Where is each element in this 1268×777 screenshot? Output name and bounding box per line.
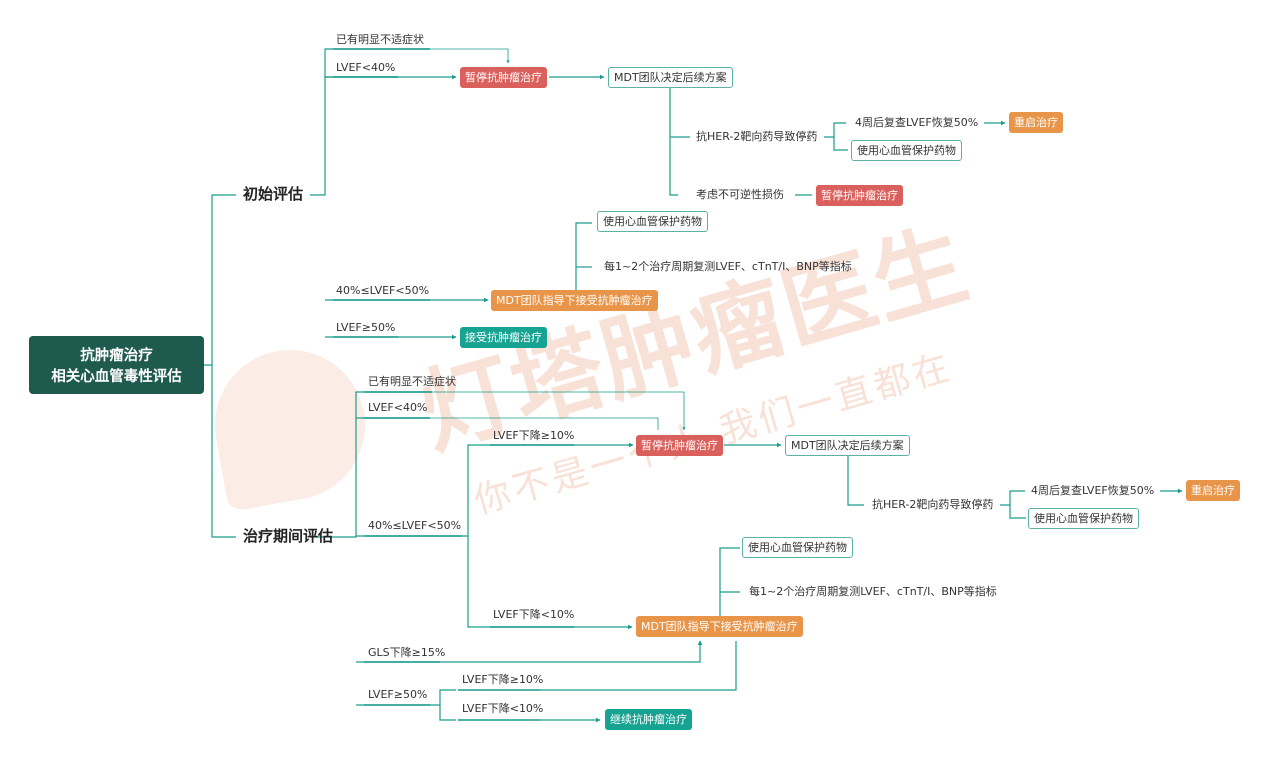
during-continue-treatment-box: 继续抗肿瘤治疗: [605, 709, 692, 730]
initial-her2-label: 抗HER-2靶向药导致停药: [696, 130, 818, 143]
during-lvef-40-50-label: 40%≤LVEF<50%: [368, 519, 462, 532]
during-week4-label: 4周后复查LVEF恢复50%: [1031, 484, 1155, 497]
during-ge50-drop-ge10-label: LVEF下降≥10%: [462, 673, 544, 686]
branch-initial-evaluation: 初始评估: [243, 185, 304, 203]
during-mdt-decide-box: MDT团队决定后续方案: [785, 435, 910, 456]
initial-pause-treatment2-box: 暂停抗肿瘤治疗: [816, 185, 903, 206]
during-drop-lt10-label: LVEF下降<10%: [493, 608, 575, 621]
during-monitor-label: 每1~2个治疗周期复测LVEF、cTnT/I、BNP等指标: [749, 585, 997, 598]
during-cardio-protect-box: 使用心血管保护药物: [1028, 508, 1139, 529]
during-gls-label: GLS下降≥15%: [368, 646, 446, 659]
initial-lvef-lt40-label: LVEF<40%: [336, 61, 396, 74]
initial-monitor-label: 每1~2个治疗周期复测LVEF、cTnT/I、BNP等指标: [604, 260, 852, 273]
initial-pause-treatment-box: 暂停抗肿瘤治疗: [460, 67, 547, 88]
during-cardio-protect2-box: 使用心血管保护药物: [742, 537, 853, 558]
branch-during-treatment-evaluation: 治疗期间评估: [243, 527, 334, 545]
root-topic: 抗肿瘤治疗 相关心血管毒性评估: [29, 336, 204, 394]
initial-lvef-ge50-label: LVEF≥50%: [336, 321, 396, 334]
during-symptom-label: 已有明显不适症状: [368, 375, 456, 388]
initial-restart-box: 重启治疗: [1009, 112, 1063, 133]
during-lvef-ge50-label: LVEF≥50%: [368, 688, 428, 701]
during-restart-box: 重启治疗: [1186, 480, 1240, 501]
during-lvef-lt40-label: LVEF<40%: [368, 401, 428, 414]
during-mdt-guided-box: MDT团队指导下接受抗肿瘤治疗: [636, 616, 803, 637]
during-drop-ge10-label: LVEF下降≥10%: [493, 429, 575, 442]
initial-cardio-protect2-box: 使用心血管保护药物: [597, 211, 708, 232]
during-ge50-drop-lt10-label: LVEF下降<10%: [462, 702, 544, 715]
initial-cardio-protect-box: 使用心血管保护药物: [851, 140, 962, 161]
during-her2-label: 抗HER-2靶向药导致停药: [872, 498, 994, 511]
initial-symptom-label: 已有明显不适症状: [336, 33, 424, 46]
initial-mdt-decide-box: MDT团队决定后续方案: [608, 67, 733, 88]
initial-mdt-guided-box: MDT团队指导下接受抗肿瘤治疗: [491, 290, 658, 311]
initial-lvef-40-50-label: 40%≤LVEF<50%: [336, 284, 430, 297]
during-pause-treatment-box: 暂停抗肿瘤治疗: [636, 435, 723, 456]
initial-irreversible-label: 考虑不可逆性损伤: [696, 188, 784, 201]
initial-accept-treatment-box: 接受抗肿瘤治疗: [460, 327, 547, 348]
initial-week4-label: 4周后复查LVEF恢复50%: [855, 116, 979, 129]
